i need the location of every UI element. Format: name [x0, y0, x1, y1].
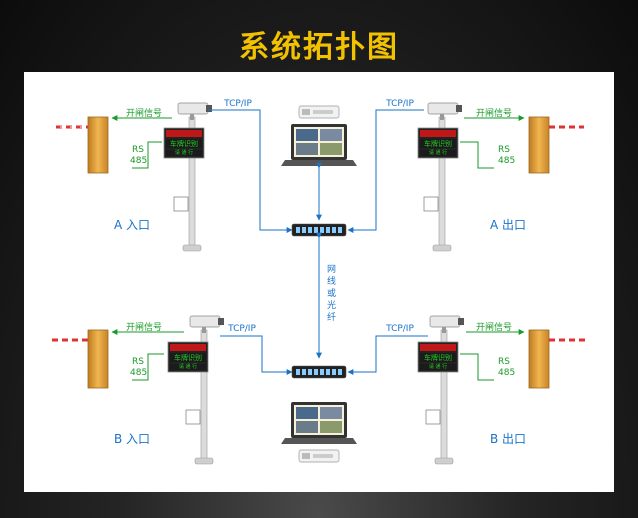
rs-num-label: 485	[130, 368, 147, 378]
rs-label: RS	[498, 145, 510, 155]
entry-a-out-label: A 出口	[490, 218, 526, 232]
open-signal-label: 开闸信号	[126, 321, 162, 333]
entry-a-in-label: A 入口	[114, 218, 150, 232]
tcpip-line-b-out	[347, 335, 428, 375]
page-title: 系统拓扑图	[239, 30, 399, 65]
rs485-line-a-out	[460, 141, 494, 169]
entry-b-in-label: B 入口	[114, 432, 150, 446]
camera-pole-b-in	[185, 315, 225, 465]
rs-num-label: 485	[498, 156, 515, 166]
tcpip-line-b-in	[220, 335, 293, 375]
laptop-top	[281, 124, 357, 166]
display-a-out: 车牌识别 请 通 行	[417, 127, 459, 159]
switch-top	[291, 223, 347, 237]
svg-text:车牌识别: 车牌识别	[174, 353, 202, 362]
camera-pole-a-out	[423, 102, 463, 252]
laptop-bottom	[281, 402, 357, 444]
tcpip-line-a-out	[347, 109, 424, 233]
camera-pole-a-in	[173, 102, 213, 252]
nvr-bottom	[298, 449, 340, 463]
rs-label: RS	[498, 357, 510, 367]
open-signal-label: 开闸信号	[476, 321, 512, 333]
svg-text:请 通 行: 请 通 行	[429, 149, 447, 156]
topology-diagram: 车牌识别 请 通 行 开闸信号 RS 485 A 入口 TCP/IP 车牌识别 …	[52, 99, 586, 465]
tcpip-label: TCP/IP	[223, 99, 252, 109]
entry-b-out-label: B 出口	[490, 432, 526, 446]
svg-text:车牌识别: 车牌识别	[424, 353, 452, 362]
open-signal-label: 开闸信号	[126, 107, 162, 119]
rs485-line-b-out	[460, 353, 494, 381]
svg-text:请 通 行: 请 通 行	[175, 149, 193, 156]
svg-text:请 通 行: 请 通 行	[429, 363, 447, 370]
barrier-a-out	[528, 116, 584, 174]
rs485-line-a-in	[132, 141, 162, 169]
barrier-b-out	[528, 329, 586, 389]
tcpip-label: TCP/IP	[227, 324, 256, 334]
barrier-a-in	[56, 116, 109, 174]
rs-label: RS	[132, 145, 144, 155]
tcpip-label: TCP/IP	[385, 324, 414, 334]
display-a-in: 车牌识别 请 通 行	[163, 127, 205, 159]
topology-panel: 车牌识别 请 通 行 开闸信号 RS 485 A 入口 TCP/IP 车牌识别 …	[24, 72, 614, 492]
rs-num-label: 485	[130, 156, 147, 166]
rs485-line-b-in	[132, 353, 164, 381]
rs-label: RS	[132, 357, 144, 367]
tcpip-label: TCP/IP	[385, 99, 414, 109]
display-b-out: 车牌识别 请 通 行	[417, 341, 459, 373]
tcpip-line-a-in	[208, 109, 293, 233]
switch-bottom	[291, 365, 347, 379]
svg-text:请 通 行: 请 通 行	[179, 363, 197, 370]
network-label: 网线或光纤	[327, 264, 336, 323]
barrier-b-in	[52, 329, 109, 389]
display-b-in: 车牌识别 请 通 行	[167, 341, 209, 373]
svg-text:车牌识别: 车牌识别	[424, 139, 452, 148]
camera-pole-b-out	[425, 315, 465, 465]
nvr-top	[298, 105, 340, 119]
svg-text:车牌识别: 车牌识别	[170, 139, 198, 148]
rs-num-label: 485	[498, 368, 515, 378]
open-signal-label: 开闸信号	[476, 107, 512, 119]
